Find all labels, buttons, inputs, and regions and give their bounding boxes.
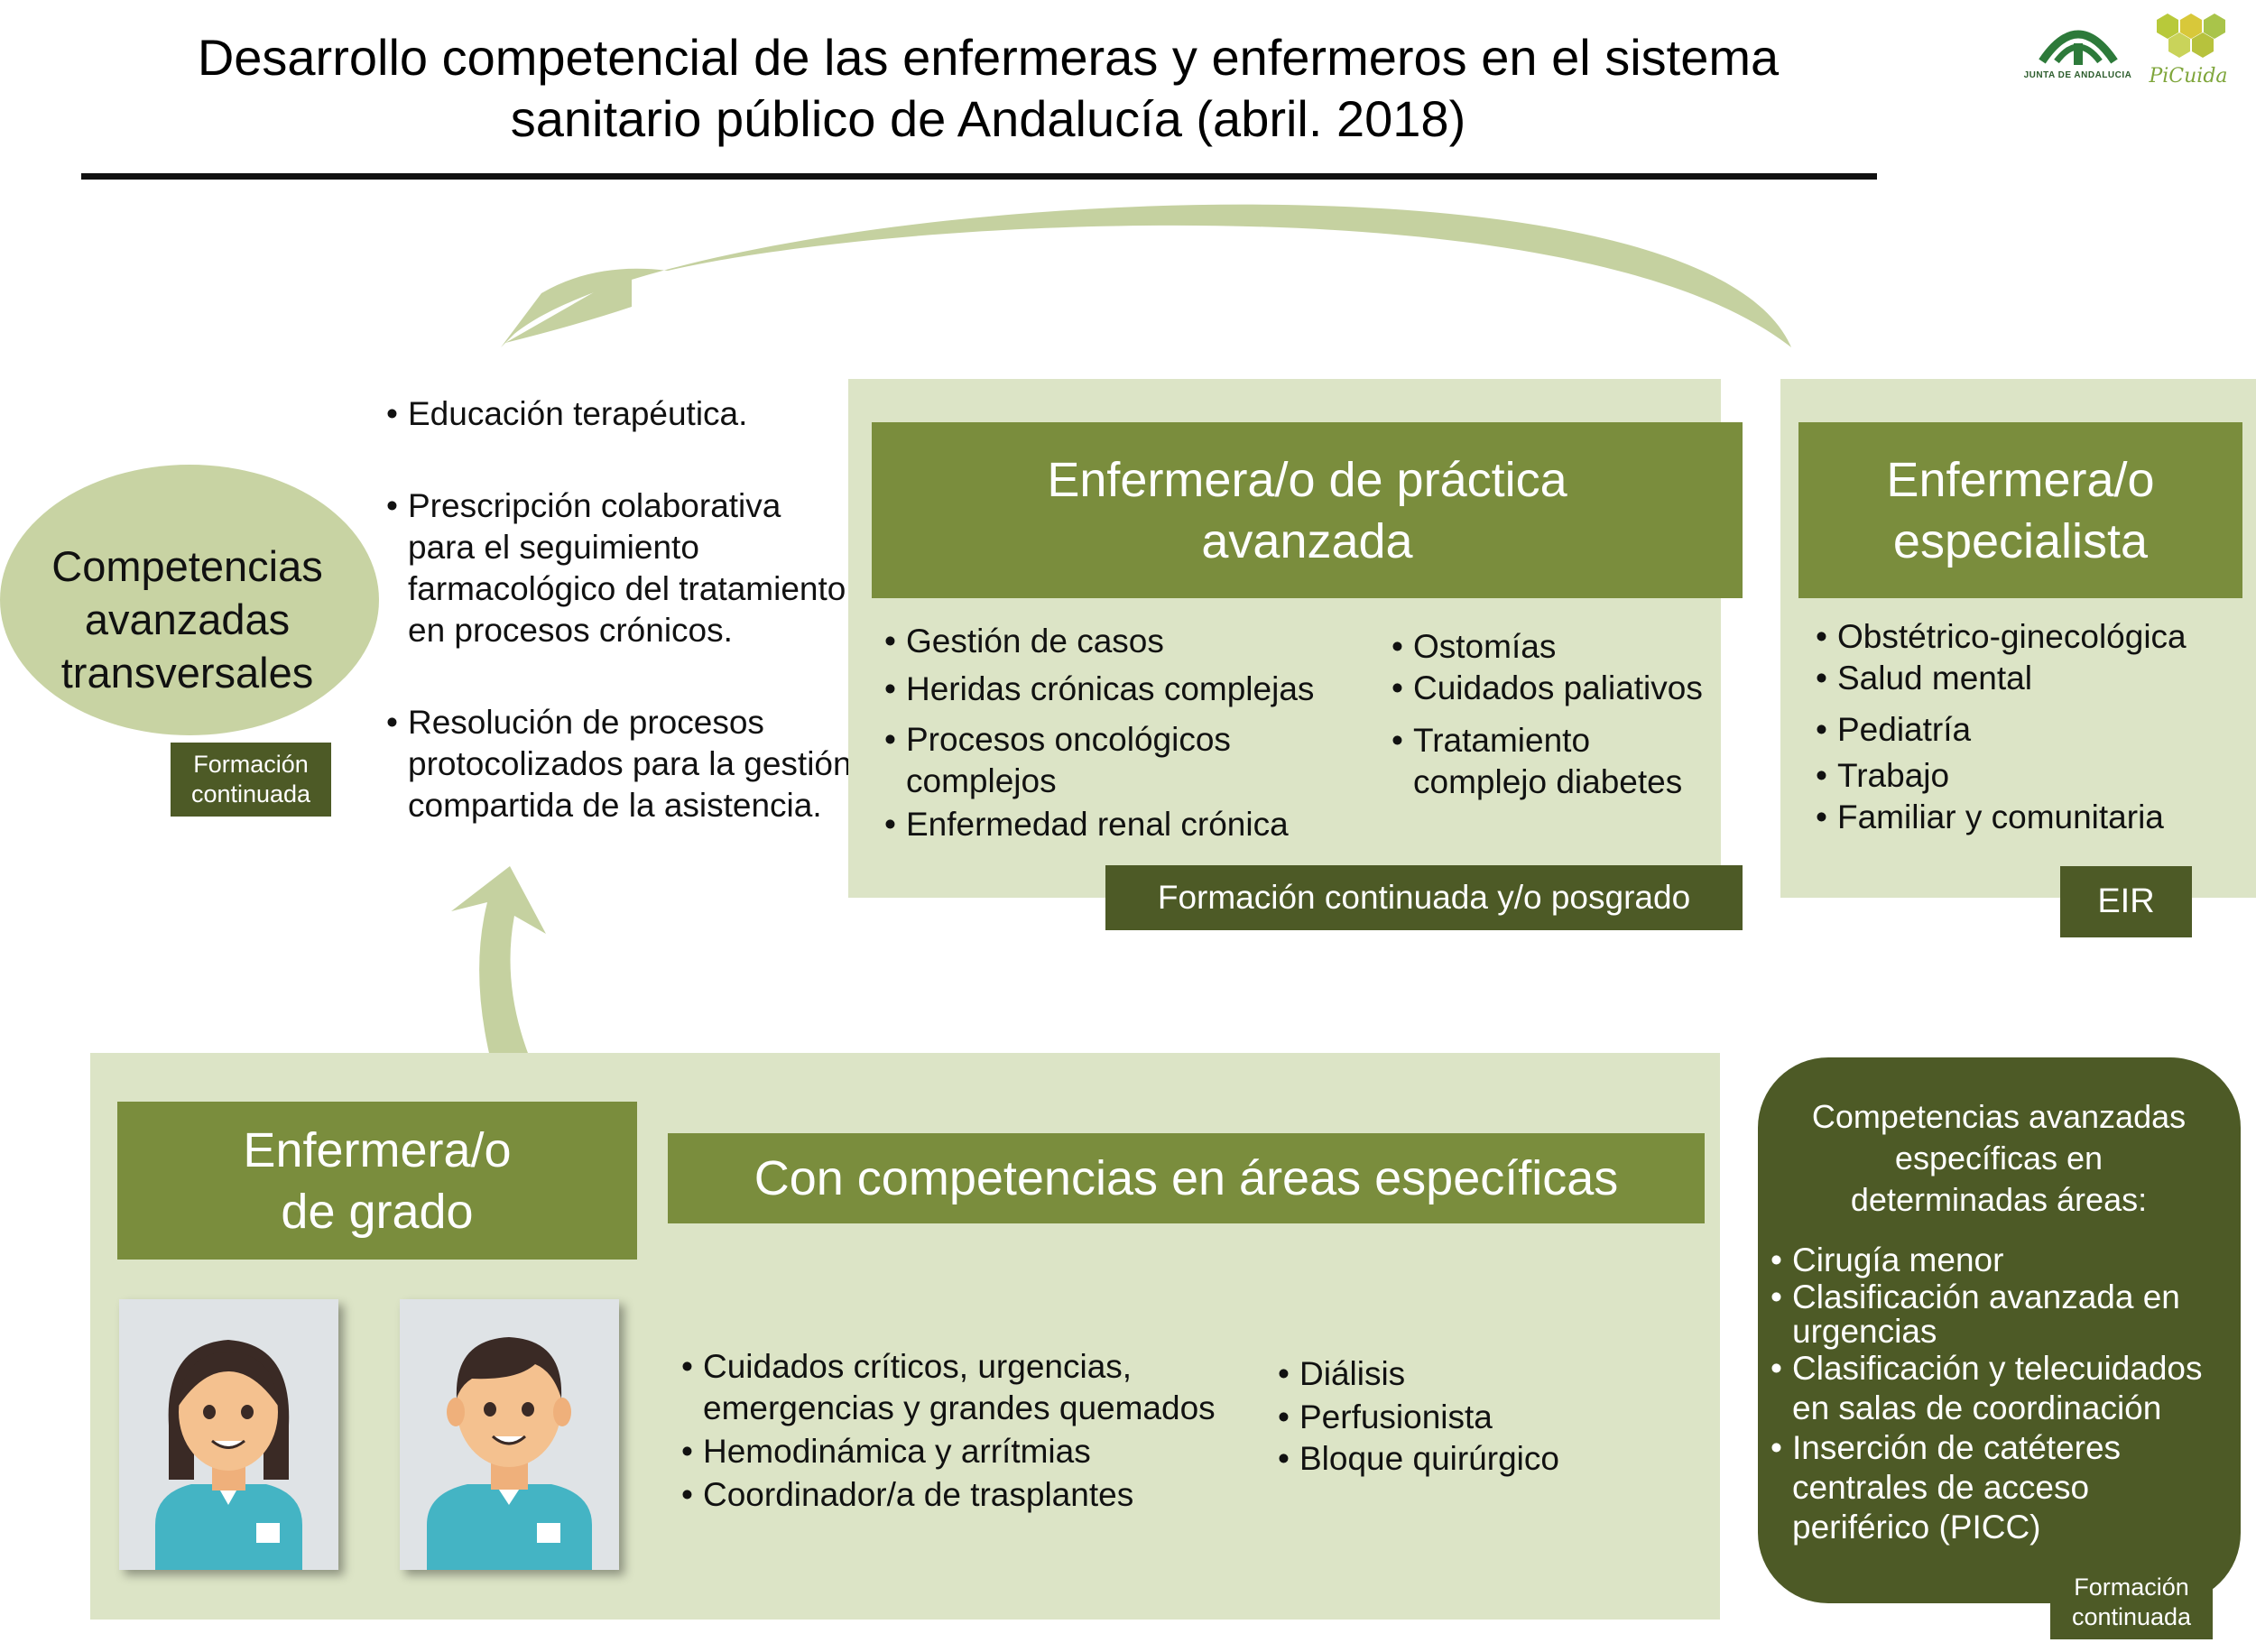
especificas-tag-line-1: Formación xyxy=(2074,1574,2189,1601)
title-line-1: Desarrollo competencial de las enfermera… xyxy=(197,29,1780,86)
curved-arrow-head xyxy=(505,271,632,343)
eir-tag-text: EIR xyxy=(2097,882,2155,920)
practica-heading-line-1: Enfermera/o de práctica xyxy=(1047,452,1567,507)
eir-tag: EIR xyxy=(2060,866,2192,937)
title-divider xyxy=(81,173,1877,180)
transversal-heading-line-3: transversales xyxy=(60,649,314,697)
male-nurse-avatar xyxy=(400,1299,619,1570)
especialista-list: Obstétrico-ginecológica Salud mental Ped… xyxy=(1816,616,2240,838)
practica-tag: Formación continuada y/o posgrado xyxy=(1105,865,1743,930)
list-item: Heridas crónicas complejas xyxy=(884,669,1354,710)
junta-andalucia-logo: JUNTA DE ANDALUCIA xyxy=(2023,16,2132,106)
list-item: Procesos oncológicos complejos xyxy=(884,719,1354,802)
practica-col-1: Gestión de casos Heridas crónicas comple… xyxy=(884,621,1354,845)
male-nurse-icon xyxy=(400,1299,619,1570)
list-item: Hemodinámica y arrítmias xyxy=(681,1431,1259,1472)
list-item: Gestión de casos xyxy=(884,621,1354,662)
especificas-tag-line-2: continuada xyxy=(2071,1603,2192,1630)
transversal-oval xyxy=(0,465,379,735)
transversal-heading-line-2: avanzadas xyxy=(84,595,291,643)
especialista-heading-line-2: especialista xyxy=(1892,513,2149,568)
especialista-heading-line-1: Enfermera/o xyxy=(1886,452,2155,507)
especificas-list: Cirugía menor Clasificación avanzada en … xyxy=(1771,1241,2235,1547)
list-item: Bloque quirúrgico xyxy=(1278,1438,1639,1480)
practica-heading-line-2: avanzada xyxy=(1201,513,1413,568)
picuida-logo-text: PiCuida xyxy=(2149,65,2228,88)
list-item: Inserción de catéteres centrales de acce… xyxy=(1771,1428,2235,1547)
page-title: Desarrollo competencial de las enfermera… xyxy=(108,27,1868,150)
transversal-tag: Formación continuada xyxy=(171,743,331,817)
especificas-heading-line-1: Competencias avanzadas xyxy=(1811,1098,2187,1135)
grado-heading: Enfermera/o de grado xyxy=(117,1102,637,1260)
list-item: Perfusionista xyxy=(1278,1397,1639,1438)
areas-especificas-heading: Con competencias en áreas específicas xyxy=(668,1133,1705,1223)
junta-logo-text: JUNTA DE ANDALUCIA xyxy=(2023,70,2132,80)
list-item: Cirugía menor xyxy=(1771,1241,2235,1280)
list-item: Resolución de procesos protocolizados pa… xyxy=(386,702,855,826)
hexagon-cluster-icon xyxy=(2157,14,2225,58)
list-item: Trabajo xyxy=(1816,755,2240,797)
list-item: Cuidados críticos, urgencias, emergencia… xyxy=(681,1346,1259,1429)
transversal-heading: Competencias avanzadas transversales xyxy=(18,540,356,699)
areas-heading-text: Con competencias en áreas específicas xyxy=(754,1151,1619,1205)
especificas-tag: Formación continuada xyxy=(2050,1565,2213,1639)
list-item: Ostomías xyxy=(1392,626,1725,668)
list-item: Pediatría xyxy=(1816,709,2240,751)
grado-heading-line-2: de grado xyxy=(281,1184,474,1239)
list-item: Enfermedad renal crónica xyxy=(884,804,1354,845)
practica-col-2: Ostomías Cuidados paliativos Tratamiento… xyxy=(1392,626,1725,803)
curved-arrow-top xyxy=(501,204,1791,347)
list-item: Obstétrico-ginecológica xyxy=(1816,616,2240,658)
list-item: Familiar y comunitaria xyxy=(1816,797,2240,838)
especificas-heading: Competencias avanzadas específicas en de… xyxy=(1769,1096,2229,1221)
list-item: Diálisis xyxy=(1278,1353,1639,1395)
transversal-tag-line-2: continuada xyxy=(190,780,311,808)
female-nurse-icon xyxy=(119,1299,338,1570)
grado-col-2: Diálisis Perfusionista Bloque quirúrgico xyxy=(1278,1353,1639,1480)
grado-heading-line-1: Enfermera/o xyxy=(243,1122,512,1177)
grado-col-1: Cuidados críticos, urgencias, emergencia… xyxy=(681,1346,1259,1516)
list-item: Salud mental xyxy=(1816,658,2240,699)
especificas-heading-line-2: específicas en xyxy=(1894,1140,2103,1177)
especialista-heading: Enfermera/o especialista xyxy=(1798,422,2242,598)
upward-arrow xyxy=(451,866,546,1065)
picuida-logo: PiCuida xyxy=(2134,11,2242,101)
list-item: Coordinador/a de trasplantes xyxy=(681,1474,1259,1516)
transversal-heading-line-1: Competencias xyxy=(51,542,323,590)
list-item: Cuidados paliativos xyxy=(1392,668,1725,709)
especificas-heading-line-3: determinadas áreas: xyxy=(1850,1181,2148,1218)
list-item: Tratamiento complejo diabetes xyxy=(1392,720,1725,803)
practica-tag-text: Formación continuada y/o posgrado xyxy=(1157,879,1691,916)
junta-emblem-icon xyxy=(2038,30,2118,65)
list-item: Prescripción colaborativa para el seguim… xyxy=(386,485,855,651)
list-item: Clasificación y telecuidados en salas de… xyxy=(1771,1349,2235,1428)
transversal-list: Educación terapéutica. Prescripción cola… xyxy=(386,393,855,826)
female-nurse-avatar xyxy=(119,1299,338,1570)
practica-avanzada-heading: Enfermera/o de práctica avanzada xyxy=(872,422,1743,598)
list-item: Clasificación avanzada en urgencias xyxy=(1771,1280,2235,1349)
list-item: Educación terapéutica. xyxy=(386,393,855,435)
transversal-tag-line-1: Formación xyxy=(193,751,309,778)
title-line-2: sanitario público de Andalucía (abril. 2… xyxy=(510,90,1466,147)
